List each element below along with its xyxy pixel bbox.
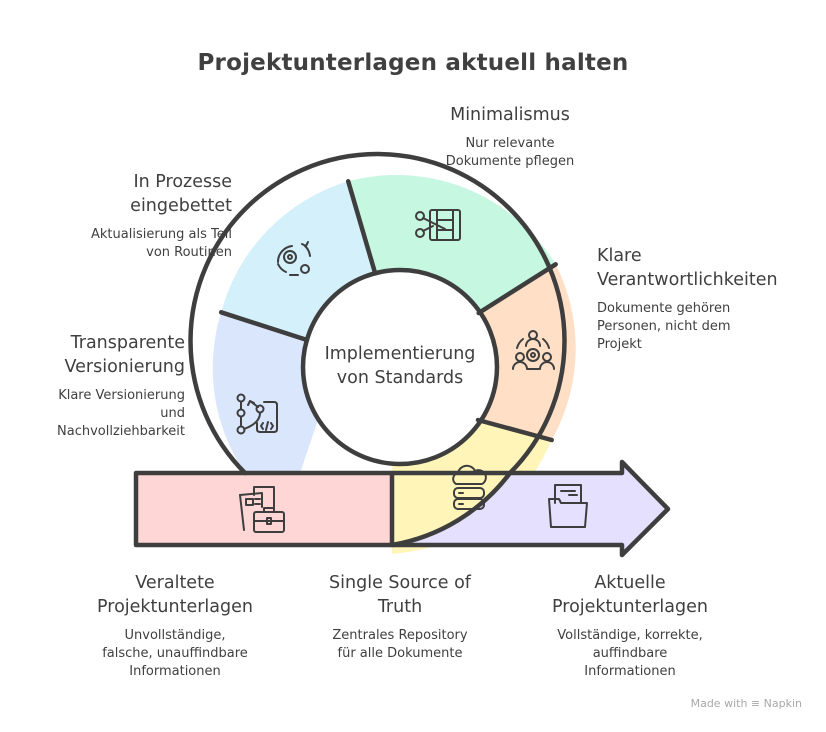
label-heading: In Prozesse eingebettet [40, 170, 232, 218]
desc-line: falsche, unauffindbare [102, 646, 248, 661]
head-line: Projektunterlagen [97, 597, 253, 617]
label-description: Zentrales Repository für alle Dokumente [290, 627, 510, 663]
napkin-logo-icon: ≡ [750, 697, 761, 710]
label-heading: Single Source of Truth [290, 571, 510, 619]
label-description: Klare Versionierung und Nachvollziehbark… [10, 387, 185, 441]
head-line: Veraltete [135, 573, 215, 593]
desc-line: Personen, nicht dem [597, 319, 731, 334]
label-description: Vollständige, korrekte, auffindbare Info… [520, 627, 740, 681]
head-line: Klare [597, 246, 642, 266]
open-folder-document-icon [548, 484, 588, 528]
head-line: Projektunterlagen [552, 597, 708, 617]
gears-cycle-icon [276, 241, 311, 276]
cloud-database-icon [452, 464, 487, 510]
desc-line: für alle Dokumente [337, 646, 463, 661]
desc-line: Dokumente pflegen [445, 154, 575, 169]
scissors-film-icon [415, 209, 461, 241]
desc-line: Aktualisierung als Teil [91, 227, 232, 242]
label-description: Dokumente gehören Personen, nicht dem Pr… [597, 300, 817, 354]
label-aktuelle: Aktuelle Projektunterlagen Vollständige,… [520, 571, 740, 681]
head-line: eingebettet [130, 196, 232, 216]
label-veraltete: Veraltete Projektunterlagen Unvollständi… [60, 571, 290, 681]
diagram-title: Projektunterlagen aktuell halten [197, 50, 629, 76]
desc-line: Nachvollziehbarkeit [57, 424, 185, 439]
desc-line: von Routinen [146, 245, 232, 260]
label-single-source: Single Source of Truth Zentrales Reposit… [290, 571, 510, 663]
watermark-brand: Napkin [763, 697, 802, 710]
ring-segment-single-source-lower [392, 473, 510, 545]
documents-briefcase-icon [239, 486, 285, 533]
desc-line: Nur relevante [465, 136, 555, 151]
desc-line: Informationen [129, 664, 221, 679]
label-versionierung: Transparente Versionierung Klare Version… [10, 331, 185, 441]
head-line: Versionierung [64, 357, 185, 377]
desc-line: auffindbare [592, 646, 668, 661]
label-description: Unvollständige, falsche, unauffindbare I… [60, 627, 290, 681]
team-gear-icon [512, 330, 555, 370]
head-line: Single Source of [329, 573, 471, 593]
head-line: Truth [377, 597, 423, 617]
center-label-line1: Implementierung [324, 344, 476, 364]
head-line: Transparente [70, 333, 185, 353]
git-branch-code-icon [236, 393, 278, 435]
desc-line: Projekt [597, 337, 642, 352]
desc-line: Dokumente gehören [597, 301, 731, 316]
ring-segment-prozesse [221, 181, 376, 340]
watermark-prefix: Made with [690, 697, 748, 710]
desc-line: Informationen [584, 664, 676, 679]
center-label-line2: von Standards [336, 368, 464, 388]
napkin-watermark[interactable]: Made with ≡ Napkin [691, 697, 802, 710]
label-prozesse: In Prozesse eingebettet Aktualisierung a… [40, 170, 232, 262]
label-heading: Aktuelle Projektunterlagen [520, 571, 740, 619]
label-description: Aktualisierung als Teil von Routinen [40, 226, 232, 262]
label-description: Nur relevante Dokumente pflegen [400, 135, 620, 171]
desc-line: und [160, 406, 185, 421]
label-heading: Transparente Versionierung [10, 331, 185, 379]
head-line: Verantwortlichkeiten [597, 270, 778, 290]
label-minimalismus: Minimalismus Nur relevante Dokumente pfl… [400, 103, 620, 171]
desc-line: Unvollständige, [124, 628, 226, 643]
desc-line: Zentrales Repository [332, 628, 468, 643]
head-line: In Prozesse [133, 172, 232, 192]
label-heading: Veraltete Projektunterlagen [60, 571, 290, 619]
label-heading: Minimalismus [450, 105, 570, 125]
head-line: Aktuelle [594, 573, 666, 593]
center-label: Implementierung von Standards [300, 342, 500, 390]
arrow-outline [133, 459, 671, 558]
desc-line: Klare Versionierung [58, 388, 185, 403]
label-verantwortlichkeiten: Klare Verantwortlichkeiten Dokumente geh… [597, 244, 817, 354]
label-heading: Klare Verantwortlichkeiten [597, 244, 817, 292]
ring-outline [188, 151, 567, 548]
desc-line: Vollständige, korrekte, [557, 628, 703, 643]
ring-segment-minimalismus [348, 175, 556, 313]
